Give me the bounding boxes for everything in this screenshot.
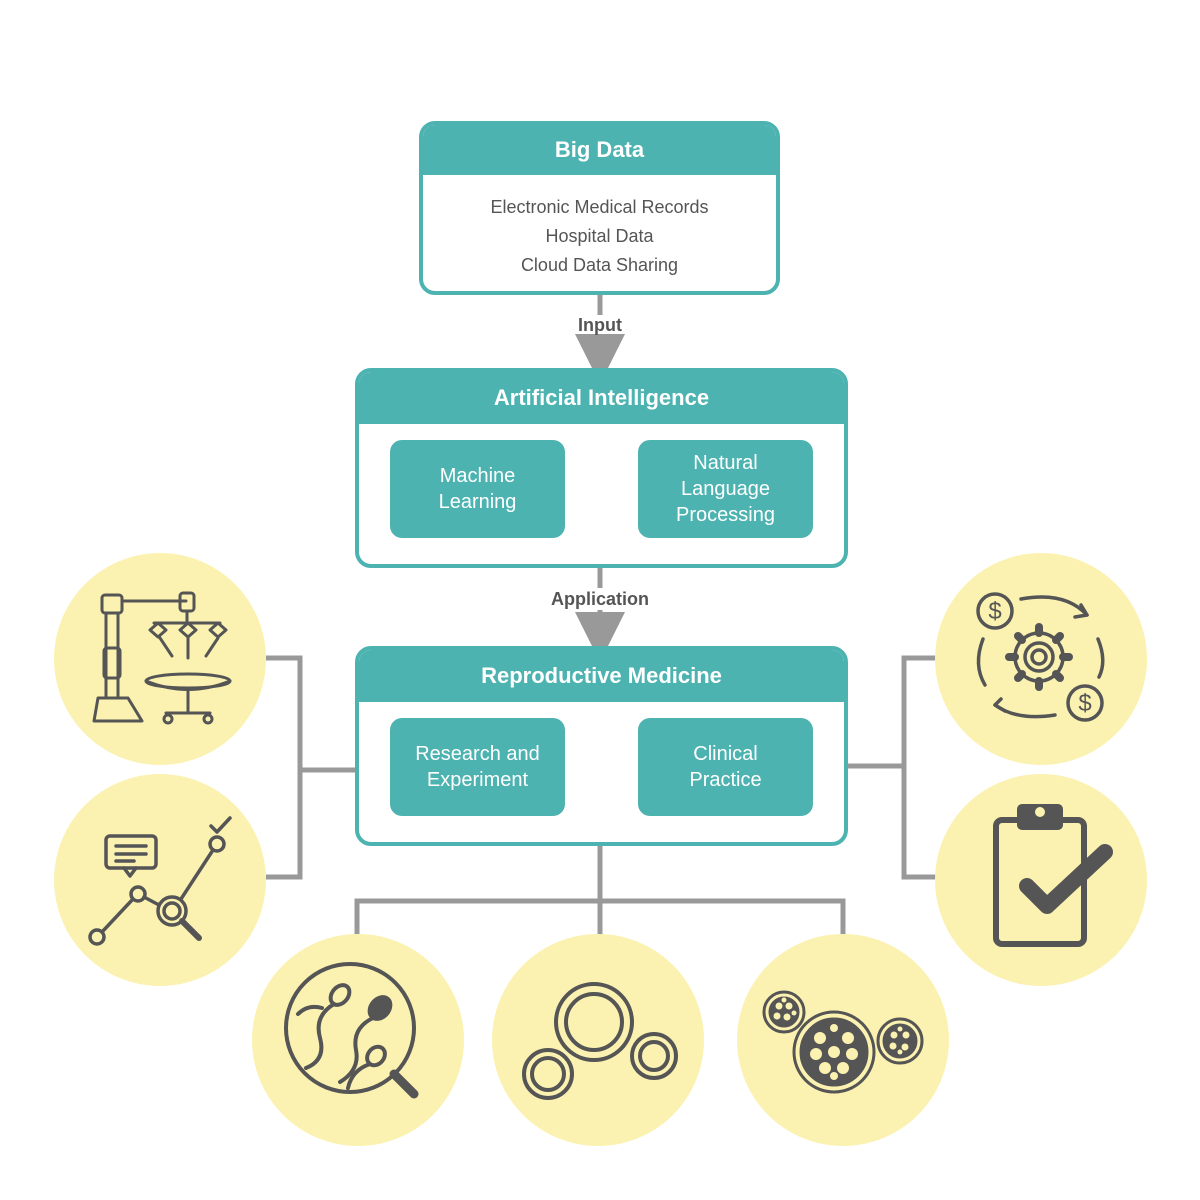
right-bracket <box>901 655 936 880</box>
oocyte-cells-circle <box>492 934 704 1146</box>
clipboard-check-circle <box>935 774 1147 986</box>
big-data-box: Big Data Electronic Medical Records Hosp… <box>419 121 780 295</box>
big-data-item-cloud: Cloud Data Sharing <box>520 255 679 275</box>
big-data-item-hospital: Hospital Data <box>545 226 654 246</box>
nlp-block: Natural Language Processing <box>638 440 813 538</box>
big-data-title: Big Data <box>423 125 776 175</box>
svg-text:$: $ <box>1078 690 1091 717</box>
clinical-block: Clinical Practice <box>638 718 813 816</box>
big-data-item-emr: Electronic Medical Records <box>490 197 709 217</box>
cost-cycle-circle: $ $ <box>935 553 1147 765</box>
embryo-cells-icon <box>762 990 924 1094</box>
big-data-items: Electronic Medical Records Hospital Data… <box>423 175 776 280</box>
data-analysis-icon <box>88 816 232 946</box>
surgical-robot-icon <box>92 591 232 725</box>
input-label: Input <box>578 315 622 335</box>
research-label: Research and Experiment <box>415 743 540 791</box>
svg-text:$: $ <box>988 598 1001 625</box>
sperm-magnifier-circle <box>252 934 464 1146</box>
oocyte-cells-icon <box>522 982 678 1100</box>
nlp-label: Natural Language Processing <box>676 452 775 526</box>
cost-cycle-icon: $ $ <box>976 592 1105 722</box>
ai-title: Artificial Intelligence <box>359 372 844 424</box>
left-bracket <box>266 655 303 880</box>
data-analysis-circle <box>54 774 266 986</box>
machine-learning-block: Machine Learning <box>390 440 565 538</box>
embryo-cells-circle <box>737 934 949 1146</box>
machine-learning-label: Machine Learning <box>438 465 517 513</box>
reproductive-medicine-title: Reproductive Medicine <box>359 650 844 702</box>
surgical-robot-circle <box>54 553 266 765</box>
bottom-branch <box>354 898 846 935</box>
clinical-label: Clinical Practice <box>689 743 762 791</box>
clipboard-check-icon <box>993 804 1113 947</box>
application-label: Application <box>551 589 649 609</box>
research-block: Research and Experiment <box>390 718 565 816</box>
sperm-magnifier-icon <box>284 962 419 1099</box>
